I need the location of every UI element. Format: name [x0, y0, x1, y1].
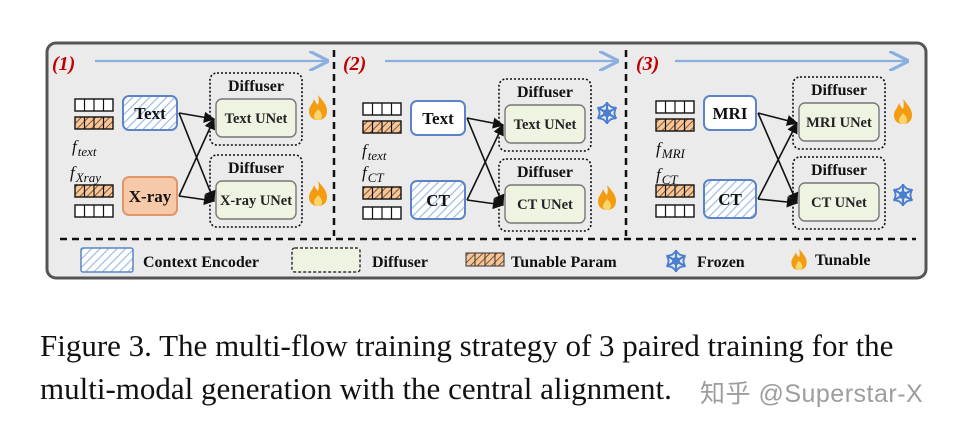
panel-2-label: (2): [343, 53, 366, 75]
feature-bar-bottom-plain: [74, 204, 114, 218]
feature-bar-bottom-plain: [362, 206, 402, 220]
snowflake-icon: [665, 249, 687, 273]
flame-icon: [598, 185, 616, 210]
flow-arrow: [178, 194, 216, 206]
figure-caption: Figure 3. The multi-flow training strate…: [40, 328, 894, 406]
legend-context-encoder-swatch: [80, 247, 134, 273]
panel-3-label: (3): [636, 53, 659, 75]
encoder-top-label: MRI: [713, 104, 748, 123]
diffuser-top-title: Diffuser: [517, 84, 573, 101]
legend-flame-glyph: [791, 248, 807, 271]
diffuser-bottom-unet: CT UNet: [517, 197, 573, 213]
diffuser-top-unet: Text UNet: [225, 111, 288, 127]
legend-context-encoder-label: Context Encoder: [143, 254, 259, 271]
legend: Context Encoder Diffuser Tunable Param F…: [80, 247, 870, 273]
feature-label-bottom: fCT: [656, 165, 678, 187]
feature-label-bottom: fCT: [362, 163, 384, 185]
feature-bar-bottom-tunable: [74, 184, 114, 198]
diffuser-bottom-title: Diffuser: [228, 160, 284, 177]
flame-icon: [309, 181, 327, 206]
feature-label-top: ftext: [362, 141, 387, 163]
flow-arrow: [757, 122, 798, 200]
feature-bar-top-tunable: [74, 116, 114, 130]
diffuser-bottom-title: Diffuser: [517, 164, 573, 181]
diffuser-bottom-unet: X-ray UNet: [220, 193, 292, 209]
feature-bar-top-tunable: [655, 118, 695, 132]
diffuser-bottom-title: Diffuser: [811, 162, 867, 179]
encoder-top-label: Text: [134, 104, 166, 123]
flame-icon: [791, 248, 807, 271]
flow-arrow: [178, 117, 215, 197]
feature-bar-bottom-tunable: [362, 186, 402, 200]
feature-label-top: ftext: [72, 137, 97, 159]
legend-tunable-param-label: Tunable Param: [511, 254, 617, 271]
feature-bar-top-plain: [74, 98, 114, 112]
diffuser-top-unet: Text UNet: [514, 117, 577, 133]
legend-tunable-label: Tunable: [815, 252, 870, 269]
legend-diffuser-label: Diffuser: [372, 254, 428, 271]
encoder-top-label: Text: [422, 109, 454, 128]
diffuser-top-title: Diffuser: [811, 82, 867, 99]
feature-label-bottom: fXray: [70, 163, 101, 185]
feature-bar-bottom-plain: [655, 204, 695, 218]
encoder-bottom: CT: [703, 179, 757, 219]
watermark: 知乎 @Superstar-X: [700, 380, 924, 408]
diffuser-top-title: Diffuser: [228, 78, 284, 95]
encoder-bottom: CT: [410, 180, 466, 220]
flow-arrow: [466, 198, 505, 210]
encoder-bottom-label: CT: [718, 190, 742, 209]
feature-bar-top-tunable: [362, 120, 402, 134]
flow-arrow: [757, 112, 799, 205]
legend-tunable-param-swatch: [465, 252, 505, 267]
legend-frozen-label: Frozen: [697, 254, 745, 271]
flow-arrow: [466, 123, 504, 201]
encoder-top: MRI: [703, 95, 757, 131]
encoder-bottom: X-ray: [122, 176, 178, 216]
feature-bar-top-plain: [362, 102, 402, 116]
snowflake-icon: [596, 101, 618, 125]
panel-1-label: (1): [52, 53, 75, 75]
flame-icon: [309, 95, 327, 120]
diffuser-top-unet: MRI UNet: [806, 115, 872, 131]
feature-bar-top-plain: [655, 100, 695, 114]
legend-diffuser-swatch: [291, 247, 361, 273]
legend-snowflake-glyph: [665, 249, 687, 273]
diffuser-bottom: Diffuser CT UNet: [792, 156, 886, 230]
diffuser-bottom-unet: CT UNet: [811, 195, 867, 211]
flow-arrow: [757, 112, 799, 126]
diffuser-bottom: Diffuser CT UNet: [498, 158, 592, 232]
feature-bar-bottom-tunable: [655, 184, 695, 198]
flame-icon: [894, 99, 912, 124]
snowflake-icon: [892, 183, 914, 207]
encoder-top: Text: [122, 95, 178, 131]
flow-arrow: [466, 117, 505, 129]
encoder-top: Text: [410, 100, 466, 136]
encoder-bottom-label: X-ray: [129, 187, 172, 206]
flow-arrow: [757, 196, 799, 208]
encoder-bottom-label: CT: [426, 191, 450, 210]
feature-label-top: fMRI: [656, 139, 686, 161]
